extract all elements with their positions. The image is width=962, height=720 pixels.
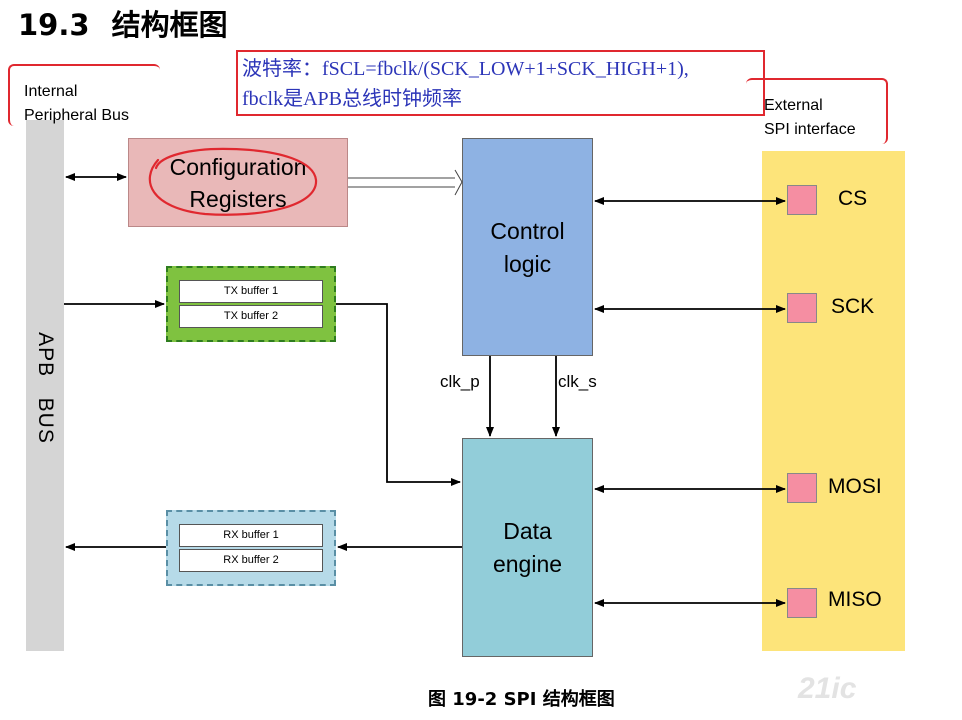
tx-buffer-2: TX buffer 2 bbox=[179, 305, 323, 328]
formula-line1: 波特率：fSCL=fbclk/(SCK_LOW+1+SCK_HIGH+1), bbox=[242, 58, 689, 80]
formula-line2: fbclk是APB总线时钟频率 bbox=[242, 88, 462, 110]
control-logic-block: Control logic bbox=[462, 138, 593, 356]
section-heading: 19.3 结构框图 bbox=[18, 2, 228, 44]
internal-bus-label-line2: Peripheral Bus bbox=[24, 107, 129, 124]
control-label-line1: Control bbox=[490, 218, 565, 244]
config-label-line2: Registers bbox=[189, 186, 287, 212]
rx-buffer-2: RX buffer 2 bbox=[179, 549, 323, 572]
figure-caption: 图 19-2 SPI 结构框图 bbox=[428, 689, 615, 710]
mosi-pin-label: MOSI bbox=[828, 475, 882, 498]
cs-pin bbox=[787, 185, 817, 215]
tx-buffer-group: TX buffer 1 TX buffer 2 bbox=[166, 266, 336, 342]
external-interface-callout: External SPI interface bbox=[746, 78, 888, 144]
external-label-line2: SPI interface bbox=[764, 121, 856, 138]
baud-rate-formula-box: 波特率：fSCL=fbclk/(SCK_LOW+1+SCK_HIGH+1), f… bbox=[236, 50, 765, 116]
internal-bus-callout: Internal Peripheral Bus bbox=[8, 64, 160, 126]
config-label-line1: Configuration bbox=[169, 154, 307, 180]
cs-pin-label: CS bbox=[838, 187, 868, 210]
section-title: 结构框图 bbox=[111, 8, 228, 42]
external-interface-panel bbox=[762, 151, 905, 651]
engine-label-line2: engine bbox=[492, 551, 563, 577]
control-label-line2: logic bbox=[503, 251, 552, 277]
mosi-pin bbox=[787, 473, 817, 503]
data-engine-block: Data engine bbox=[462, 438, 593, 657]
rx-buffer-group: RX buffer 1 RX buffer 2 bbox=[166, 510, 336, 586]
miso-pin bbox=[787, 588, 817, 618]
miso-pin-label: MISO bbox=[828, 588, 882, 611]
tx-buffer-1: TX buffer 1 bbox=[179, 280, 323, 303]
sck-pin-label: SCK bbox=[831, 295, 875, 318]
config-to-control-arrow bbox=[348, 169, 463, 196]
handdrawn-circle bbox=[148, 147, 318, 216]
engine-label-line1: Data bbox=[503, 518, 552, 544]
section-number: 19.3 bbox=[18, 8, 90, 42]
configuration-registers-block: Configuration Registers bbox=[128, 138, 348, 227]
internal-bus-label-line1: Internal bbox=[24, 83, 78, 100]
tx-to-engine-link bbox=[336, 303, 461, 486]
clk-p-label: clk_p bbox=[440, 372, 480, 391]
clk-s-label: clk_s bbox=[558, 372, 597, 391]
watermark-logo: 21ic bbox=[798, 672, 857, 705]
rx-buffer-1: RX buffer 1 bbox=[179, 524, 323, 547]
external-label-line1: External bbox=[764, 97, 823, 114]
sck-pin bbox=[787, 293, 817, 323]
apb-bus-bar bbox=[26, 120, 64, 651]
